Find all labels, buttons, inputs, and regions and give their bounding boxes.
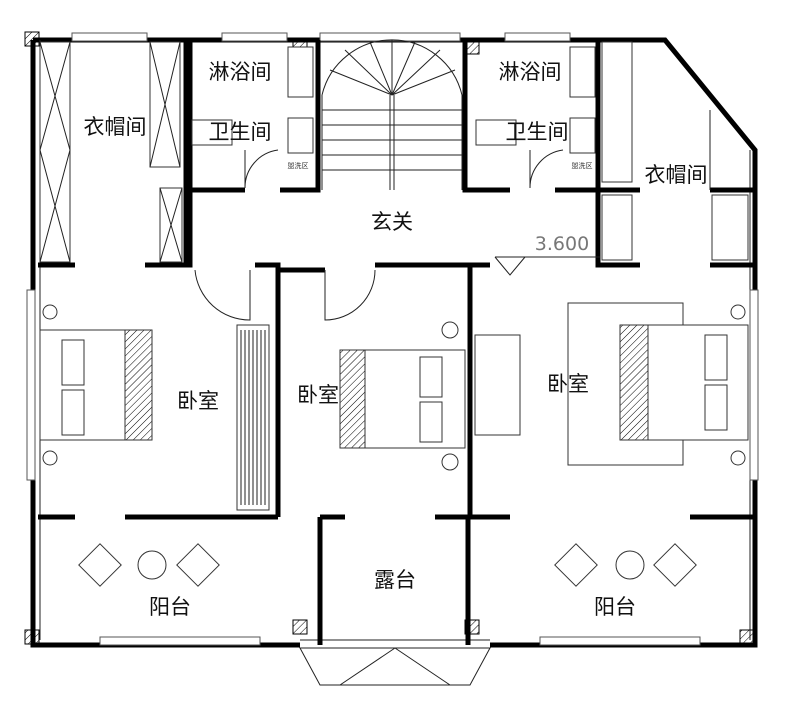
label-toilet-right: 卫生间: [506, 120, 569, 144]
interior-walls: [38, 40, 755, 645]
label-cloak-left: 衣帽间: [84, 115, 147, 139]
label-foyer: 玄关: [371, 210, 413, 234]
washbasin-label-left: 盥洗区: [288, 161, 309, 170]
spiral-staircase: [321, 39, 463, 190]
terrace-steps: [299, 647, 491, 686]
washbasin-label-right: 盥洗区: [572, 161, 593, 170]
bathroom-fixtures: 盥洗区 盥洗区: [191, 46, 596, 170]
label-toilet-left: 卫生间: [209, 120, 272, 144]
balcony-furniture: [78, 543, 697, 587]
label-bedroom-middle: 卧室: [297, 383, 339, 407]
label-balcony-right: 阳台: [594, 595, 636, 619]
label-balcony-left: 阳台: [149, 595, 191, 619]
doors: [194, 149, 564, 321]
wardrobes: [39, 41, 749, 511]
windows: [26, 32, 759, 646]
elevation-marker: 3.600: [494, 233, 600, 276]
label-cloak-right: 衣帽间: [645, 163, 708, 187]
elevation-text: 3.600: [535, 233, 589, 255]
label-bedroom-right: 卧室: [547, 372, 589, 396]
label-shower-left: 淋浴间: [209, 60, 272, 84]
label-terrace: 露台: [374, 568, 416, 592]
beds: [39, 302, 749, 471]
room-labels: 衣帽间 淋浴间 卫生间 淋浴间 卫生间 衣帽间 玄关 卧室 卧室 卧室 阳台 露…: [84, 60, 708, 619]
label-bedroom-left: 卧室: [177, 389, 219, 413]
label-shower-right: 淋浴间: [499, 60, 562, 84]
